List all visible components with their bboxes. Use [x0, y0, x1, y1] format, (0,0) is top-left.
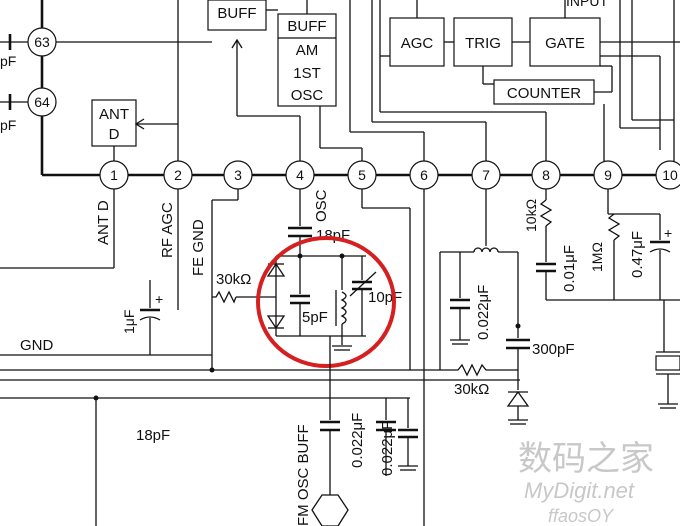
10k-label: 10kΩ	[523, 199, 539, 232]
buff-top-block	[207, 0, 267, 31]
watermark-en: MyDigit.net	[524, 478, 635, 503]
pin-1-number: 1	[110, 167, 118, 183]
001uf-label: 0.01μF	[561, 245, 578, 292]
1m-label: 1MΩ	[589, 242, 605, 272]
buff-osc-label-3: 1ST	[293, 65, 321, 82]
pin-8-number: 8	[542, 167, 550, 183]
crystal-partial	[655, 355, 680, 371]
buff-osc-label-1: BUFF	[287, 18, 326, 35]
0022-a-label: 0.022μF	[349, 413, 366, 468]
rf-agc-pin-label: RF AGC	[159, 202, 176, 258]
0022-b-label: 0.022μF	[379, 421, 396, 476]
agc-label: AGC	[401, 35, 434, 52]
buff-top-label: BUFF	[217, 5, 256, 22]
18pf-bottom-label: 18pF	[136, 427, 170, 444]
30k-left-label: 30kΩ	[216, 271, 251, 288]
osc-pin-label: OSC	[313, 189, 330, 222]
pin-row: 1 2 3 4 5 6 7 8 9 10	[99, 160, 680, 190]
gate-label: GATE	[545, 35, 585, 52]
watermark-tag: ffaosOY	[548, 506, 615, 526]
pin-63-region: 63 pF	[0, 27, 212, 69]
pin-64-number: 64	[34, 94, 50, 110]
pin-9-number: 9	[604, 167, 612, 183]
047uf-label: 0.47μF	[629, 231, 646, 278]
5pf-label: 5pF	[302, 309, 328, 326]
gnd-label: GND	[20, 337, 54, 354]
pf-label-a: pF	[0, 53, 16, 69]
0022-pin7-label: 0.022μF	[475, 285, 492, 340]
ant-d-label-2: D	[109, 126, 120, 143]
pin-63-number: 63	[34, 34, 50, 50]
300pf-label: 300pF	[532, 341, 575, 358]
pin-2-number: 2	[174, 167, 182, 183]
1uf-label: 1μF	[121, 310, 137, 334]
ant-d-pin-label: ANT D	[95, 200, 112, 245]
pin-10	[655, 160, 680, 190]
1uf-plus: +	[155, 291, 163, 307]
counter-label: COUNTER	[507, 85, 581, 102]
counter-block	[493, 79, 595, 105]
pin-3-number: 3	[234, 167, 242, 183]
watermark-cn: 数码之家	[518, 439, 654, 479]
highlight-circle	[256, 236, 396, 368]
pin-4-number: 4	[296, 167, 304, 183]
pin-6-number: 6	[420, 167, 428, 183]
buff-osc-label-4: OSC	[291, 87, 324, 104]
pin-7-number: 7	[482, 167, 490, 183]
047uf-plus: +	[664, 225, 672, 241]
ant-d-block	[91, 99, 137, 147]
gate-block	[529, 17, 601, 67]
trig-block	[453, 17, 513, 67]
buff-osc-label-2: AM	[296, 42, 319, 59]
input-label: INPUT	[566, 0, 608, 9]
buff-am-1st-osc-block	[277, 13, 337, 107]
pf-label-b: pF	[0, 117, 16, 133]
30k-right-label: 30kΩ	[454, 381, 489, 398]
ant-d-label-1: ANT	[99, 106, 129, 123]
10pf-label: 10pF	[368, 289, 402, 306]
pin-5-number: 5	[358, 167, 366, 183]
trig-label: TRIG	[465, 35, 501, 52]
fe-gnd-pin-label: FE GND	[190, 219, 207, 276]
pin-64-region: 64 pF	[0, 87, 57, 133]
pin-10-number: 10	[662, 167, 678, 183]
fm-osc-buff-label: FM OSC BUFF	[295, 424, 312, 526]
